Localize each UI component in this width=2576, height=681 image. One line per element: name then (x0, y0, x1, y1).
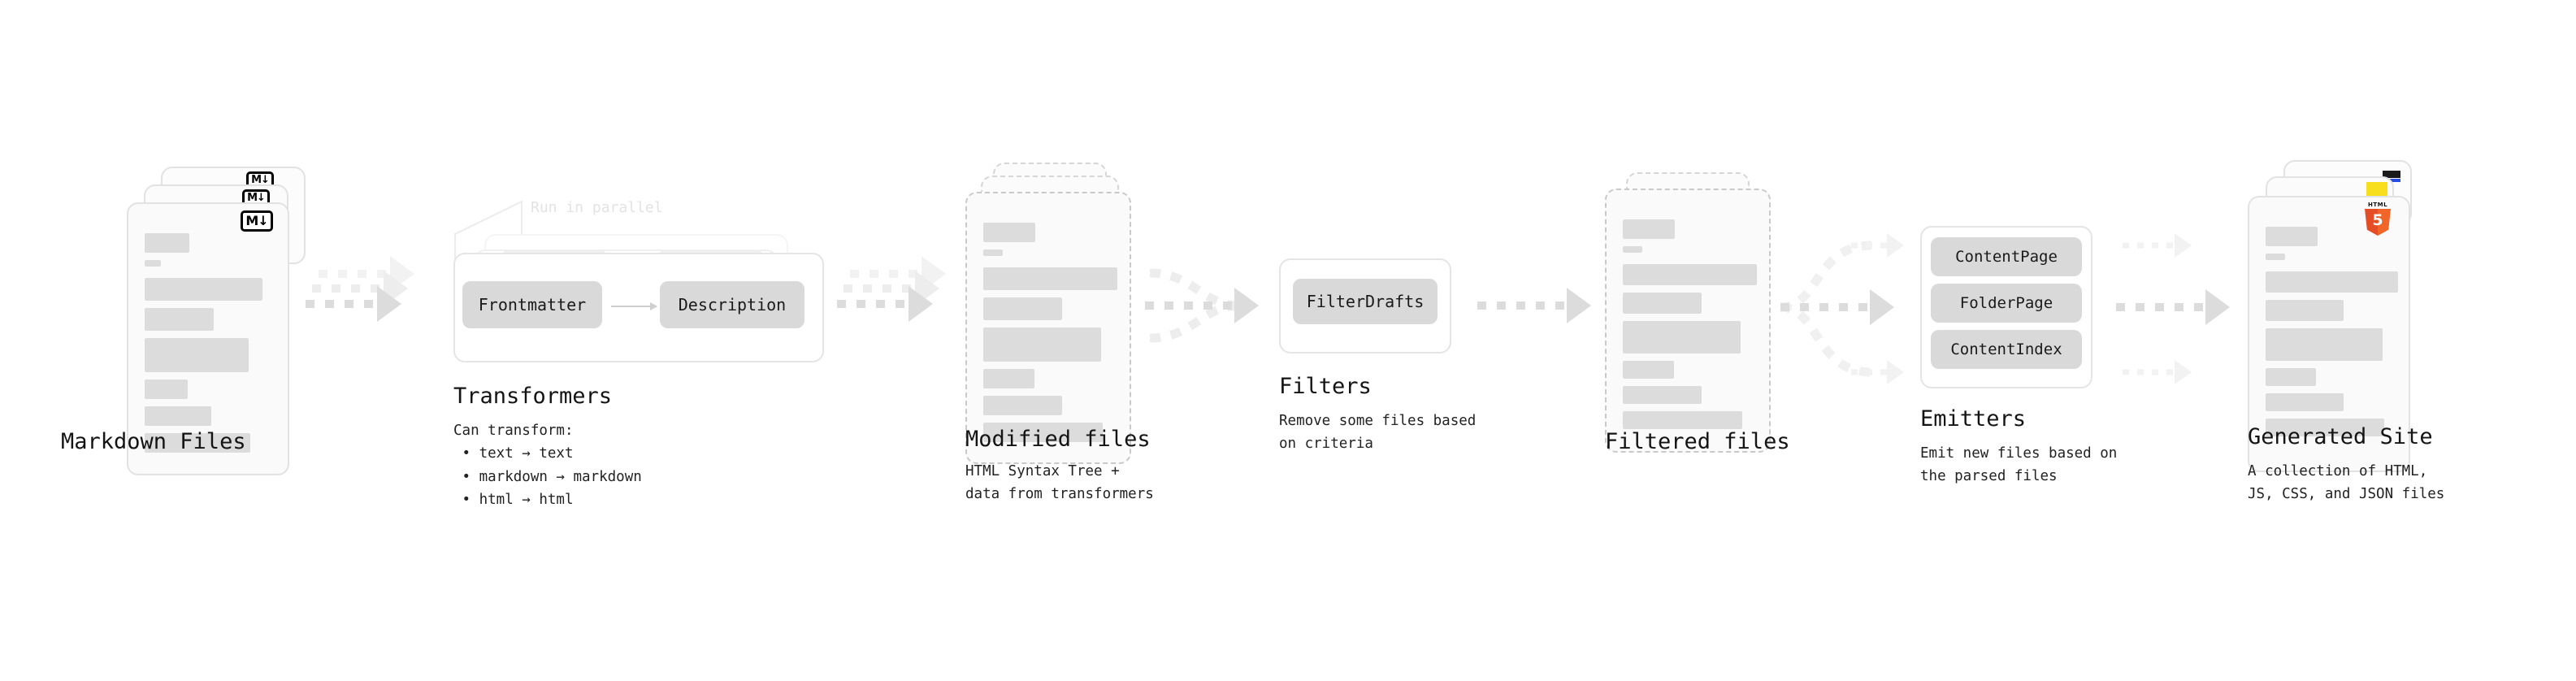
emitter-pill-folderpage[interactable]: FolderPage (1931, 284, 2082, 323)
transformer-pill-description[interactable]: Description (660, 281, 804, 328)
emitter-label-contentpage: ContentPage (1955, 248, 2058, 266)
markdown-icon-letter: M (251, 174, 262, 186)
html5-icon-label: HTML (2367, 202, 2388, 208)
stage-subtitle-generated-site: A collection of HTML, JS, CSS, and JSON … (2248, 463, 2445, 503)
markdown-file-card-front (127, 202, 289, 475)
js-icon (2366, 182, 2387, 197)
markdown-icon-letter: M (247, 192, 258, 204)
markdown-icon-arrow: ↓ (258, 213, 268, 228)
markdown-icon: M↓ (241, 210, 273, 232)
emitter-label-folderpage: FolderPage (1959, 294, 2053, 312)
filter-pill-filterdrafts[interactable]: FilterDrafts (1293, 279, 1438, 324)
modified-file-content-lines (983, 223, 1117, 449)
html5-icon: HTML 5 (2364, 202, 2392, 236)
run-in-parallel-label: Run in parallel (531, 199, 663, 216)
emitter-pill-contentindex[interactable]: ContentIndex (1931, 330, 2082, 369)
emitter-label-contentindex: ContentIndex (1950, 340, 2062, 358)
markdown-icon-arrow: ↓ (261, 174, 270, 186)
markdown-file-content-lines (145, 233, 273, 460)
generated-site-card-html (2248, 196, 2410, 472)
stage-title-filters: Filters (1279, 374, 1372, 399)
transformer-inner-arrow-front (611, 302, 657, 310)
stage-title-markdown-files: Markdown Files (61, 429, 246, 454)
stage-title-modified-files: Modified files (965, 427, 1151, 452)
stage-title-filtered-files: Filtered files (1605, 429, 1790, 454)
emitter-pill-contentpage[interactable]: ContentPage (1931, 237, 2082, 276)
markdown-icon-letter: M (245, 213, 258, 228)
modified-files-stack (965, 163, 1144, 488)
stage-subtitle-emitters: Emit new files based on the parsed files (1920, 445, 2118, 485)
stage-subtitle-transformers: Can transform: • text → text • markdown … (453, 423, 642, 509)
filtered-files-stack (1605, 172, 1784, 497)
generated-site-stack: HTML 5 (2248, 160, 2435, 485)
filtered-file-content-lines (1623, 219, 1757, 436)
generated-site-content-lines (2266, 227, 2398, 444)
markdown-files-stack: M↓ M↓ M↓ (127, 167, 306, 475)
transformer-label-frontmatter: Frontmatter (478, 295, 587, 314)
modified-file-card-front (965, 192, 1131, 464)
stage-title-transformers: Transformers (453, 384, 613, 409)
stage-subtitle-modified-files: HTML Syntax Tree + data from transformer… (965, 463, 1154, 503)
arrow-filtered-to-emitters-fanout (1780, 241, 1872, 377)
transformer-label-description: Description (678, 295, 787, 314)
markdown-icon-back: M↓ (246, 171, 274, 189)
stage-title-emitters: Emitters (1920, 406, 2027, 432)
filter-label-filterdrafts: FilterDrafts (1306, 292, 1425, 311)
filtered-file-card-front (1605, 189, 1771, 453)
stage-title-generated-site: Generated Site (2248, 424, 2433, 449)
stage-subtitle-filters: Remove some files based on criteria (1279, 413, 1477, 453)
markdown-icon-arrow: ↓ (257, 192, 266, 204)
transformer-pill-frontmatter[interactable]: Frontmatter (462, 281, 602, 328)
html5-icon-digit: 5 (2372, 211, 2383, 229)
